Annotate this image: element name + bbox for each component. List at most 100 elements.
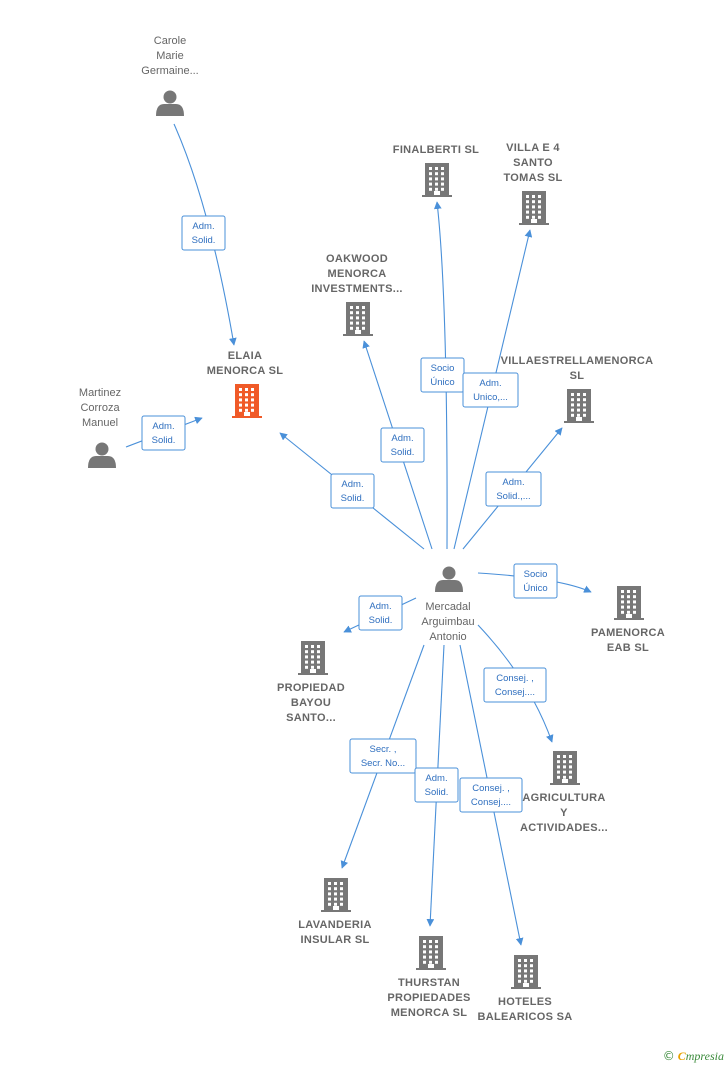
building-icon <box>511 955 541 989</box>
person-icon <box>88 442 116 468</box>
edge-labels-layer: Adm. Solid. Adm. Solid. Adm. Solid. Adm. Solid.… <box>141 215 558 813</box>
node-label-line: BAYOU <box>291 697 331 709</box>
node-label-line: ELAIA <box>228 350 263 362</box>
node-label-line: EAB SL <box>607 642 649 654</box>
building-icon <box>550 751 580 785</box>
copyright-icon: © <box>662 1049 675 1063</box>
edge-label-line: Adm. <box>391 433 413 444</box>
edge-label-line: Solid. <box>192 235 216 246</box>
edge-label-box <box>483 667 547 703</box>
edge-label-mercadal-to-thurstan[interactable]: Adm. Solid. <box>414 767 459 803</box>
edge-label-mercadal-to-villa[interactable]: Adm. Unico,... <box>462 372 519 408</box>
node-label-line: LAVANDERIA <box>298 919 371 931</box>
node-label-line: TOMAS SL <box>503 172 562 184</box>
node-label-line: Martinez <box>79 387 121 399</box>
node-label-line: PROPIEDADES <box>387 992 470 1004</box>
edge-label-line: Solid.,... <box>496 491 530 502</box>
node-propiedad[interactable]: PROPIEDADBAYOUSANTO... <box>277 641 345 724</box>
node-label-line: Arguimbau <box>421 616 474 628</box>
building-icon <box>614 586 644 620</box>
edge-label-line: Consej. , <box>496 673 534 684</box>
edge-label-box <box>349 738 417 774</box>
node-label-line: Carole <box>154 35 186 47</box>
edge-label-box <box>513 563 558 599</box>
edge-label-line: Único <box>430 377 454 388</box>
edge-label-box <box>462 372 519 408</box>
building-icon <box>343 302 373 336</box>
node-label-line: Corroza <box>80 402 120 414</box>
edge-label-box <box>181 215 226 251</box>
node-label-line: SANTO... <box>286 712 336 724</box>
node-label-line: HOTELES <box>498 996 552 1008</box>
edge-label-line: Secr. No... <box>361 758 405 769</box>
node-label-line: MENORCA <box>328 268 387 280</box>
node-label-line: BALEARICOS SA <box>478 1011 573 1023</box>
node-label-line: Germaine... <box>141 65 198 77</box>
edge-label-line: Solid. <box>391 447 415 458</box>
brand-first-letter: C <box>677 1049 686 1063</box>
node-label-line: Manuel <box>82 417 118 429</box>
node-oakwood[interactable]: OAKWOODMENORCAINVESTMENTS... <box>311 253 403 336</box>
edge-label-box <box>459 777 523 813</box>
edge-label-mercadal-to-hoteles[interactable]: Consej. , Consej.... <box>459 777 523 813</box>
building-icon <box>321 878 351 912</box>
edge-label-box <box>330 473 375 509</box>
edge-label-line: Unico,... <box>473 392 508 403</box>
building-icon <box>298 641 328 675</box>
edge-label-line: Socio <box>524 569 548 580</box>
edge-label-martinez-to-elaia[interactable]: Adm. Solid. <box>141 415 186 451</box>
node-label-line: MENORCA SL <box>391 1007 468 1019</box>
edge-label-line: Consej.... <box>495 687 535 698</box>
node-label-line: INVESTMENTS... <box>311 283 403 295</box>
edge-label-line: Adm. <box>502 477 524 488</box>
node-lavanderia[interactable]: LAVANDERIA INSULAR SL <box>298 878 371 946</box>
node-label-line: Marie <box>156 50 184 62</box>
node-label-line: Antonio <box>429 631 466 643</box>
node-elaia[interactable]: ELAIA MENORCA SL <box>207 350 284 418</box>
node-agricultura[interactable]: AGRICULTURAYACTIVIDADES... <box>520 751 608 834</box>
edge-label-line: Adm. <box>425 773 447 784</box>
edge-mercadal-to-finalberti <box>433 201 448 550</box>
edge-label-mercadal-to-propiedad[interactable]: Adm. Solid. <box>358 595 403 631</box>
edge-label-line: Adm. <box>479 378 501 389</box>
edge-label-mercadal-to-lavanderia[interactable]: Secr. ,Secr. No... <box>349 738 417 774</box>
edge-label-line: Adm. <box>152 421 174 432</box>
node-hoteles[interactable]: HOTELES BALEARICOS SA <box>478 955 573 1023</box>
node-label-line: AGRICULTURA <box>522 792 605 804</box>
edge-label-box <box>358 595 403 631</box>
edge-label-line: Consej.... <box>471 797 511 808</box>
edge-label-mercadal-to-elaia[interactable]: Adm.Solid. <box>330 473 375 509</box>
node-label-line: SL <box>570 370 585 382</box>
node-finalberti[interactable]: FINALBERTI SL <box>393 144 479 197</box>
edge-label-line: Solid. <box>425 787 449 798</box>
building-icon <box>422 163 452 197</box>
node-carole[interactable]: CaroleMarieGermaine... <box>141 35 199 116</box>
edge-label-mercadal-to-agricultura[interactable]: Consej. , Consej.... <box>483 667 547 703</box>
edge-label-line: Solid. <box>152 435 176 446</box>
person-icon <box>156 90 184 116</box>
edge-label-line: Solid. <box>341 493 365 504</box>
node-label-line: VILLA E 4 <box>506 142 560 154</box>
node-label-line: INSULAR SL <box>301 934 370 946</box>
brand-rest: mpresia <box>685 1049 724 1063</box>
building-icon <box>564 389 594 423</box>
edge-label-carole-to-elaia[interactable]: Adm.Solid. <box>181 215 226 251</box>
edge-label-line: Consej. , <box>472 783 510 794</box>
edge-label-box <box>141 415 186 451</box>
edge-label-mercadal-to-oakwood[interactable]: Adm. Solid. <box>380 427 425 463</box>
edge-label-line: Solid. <box>369 615 393 626</box>
edge-label-mercadal-to-villaestrella[interactable]: Adm. Solid.,... <box>485 471 542 507</box>
edge-label-line: Adm. <box>369 601 391 612</box>
node-label-line: MENORCA SL <box>207 365 284 377</box>
node-label-line: Y <box>560 807 568 819</box>
edge-label-line: Único <box>523 583 547 594</box>
